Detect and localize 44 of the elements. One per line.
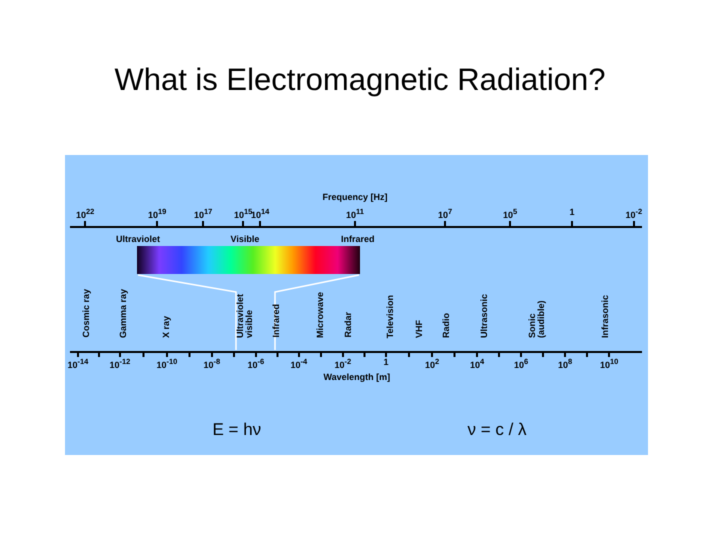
band-label: Infrared — [272, 304, 280, 338]
region-label: Ultraviolet — [116, 235, 160, 244]
tick-label: 10$^{11}$ — [346, 208, 364, 220]
tick-label: 10$^{6}$ — [514, 358, 528, 370]
tick-label: 10$^{14}$ — [251, 208, 270, 220]
tick-label: 10$^{5}$ — [503, 208, 518, 220]
band-label: Ultraviolet visible — [236, 292, 254, 338]
tick-label: 10$^{2}$ — [425, 358, 440, 370]
formula: E = hν — [212, 420, 262, 440]
tick-label: 10$^{10}$ — [600, 358, 618, 370]
tick-label: 10$^{22}$ — [76, 208, 94, 220]
formula: ν = c / λ — [468, 420, 527, 440]
band-label: Radio — [442, 313, 450, 338]
tick-label: 10$^{-10}$ — [156, 358, 178, 370]
tick-label: 10$^{-2}$ — [626, 208, 642, 220]
tick-label: 10$^{-14}$ — [68, 358, 88, 370]
tick-label: 10$^{7}$ — [438, 208, 452, 220]
tick-label: 10$^{15}$ — [234, 208, 252, 220]
tick-label: 10$^{8}$ — [558, 358, 572, 370]
tick-label: 10$^{19}$ — [148, 208, 166, 220]
band-label: Sonic (audible) — [528, 300, 546, 338]
axis-title: Frequency [Hz] — [322, 193, 388, 202]
band-label: Microwave — [316, 292, 324, 338]
tick-label: 10$^{17}$ — [194, 208, 212, 220]
axis-title: Wavelength [m] — [324, 373, 390, 382]
band-label: Infrasonic — [600, 295, 610, 338]
band-label: Radar — [344, 312, 352, 338]
tick-label: 10$^{4}$ — [470, 358, 484, 370]
region-label: Infrared — [341, 235, 375, 244]
tick-label: 10$^{-2}$ — [334, 358, 352, 370]
title: What is Electromagnetic Radiation? — [113, 62, 607, 98]
band-label: X ray — [162, 316, 170, 338]
region-label: Visible — [230, 235, 260, 244]
band-label: Cosmic ray — [82, 289, 90, 338]
band-label: Ultrasonic — [480, 294, 488, 338]
band-label: Gamma ray — [118, 289, 128, 338]
tick-label: 10$^{-8}$ — [204, 358, 220, 370]
tick-label: 1 — [570, 208, 575, 217]
tick-label: 10$^{-12}$ — [110, 358, 130, 370]
tick-label: 10$^{-4}$ — [290, 358, 308, 370]
tick-label: 10$^{-6}$ — [248, 358, 264, 370]
band-label: Television — [386, 295, 394, 338]
tick-label: 1 — [384, 358, 389, 367]
band-label: VHF — [414, 320, 424, 338]
